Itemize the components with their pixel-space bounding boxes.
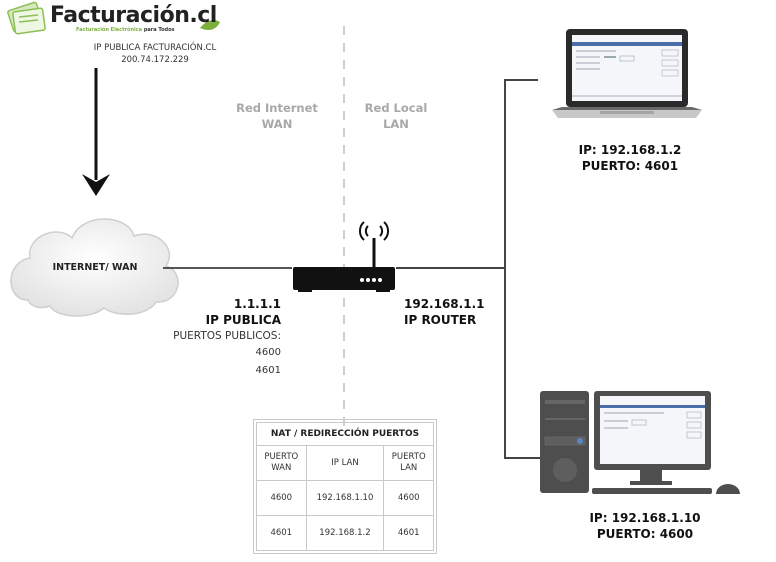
cell-lan-port: 4601 xyxy=(383,515,434,551)
zone-wan-line2: WAN xyxy=(261,117,293,131)
desktop-label: IP: 192.168.1.10 PUERTO: 4600 xyxy=(580,510,710,542)
laptop-port: PUERTO: 4601 xyxy=(581,159,679,173)
arrow-down-icon xyxy=(82,174,110,196)
zone-wan-label: Red Internet WAN xyxy=(222,100,332,132)
cell-wan-port: 4600 xyxy=(256,480,307,516)
tagline-bold: para Todos xyxy=(143,27,175,33)
cell-ip-lan: 192.168.1.10 xyxy=(305,480,385,516)
router-ip: 192.168.1.1 xyxy=(404,297,485,311)
leaf-icon xyxy=(200,20,220,30)
server-label: IP PUBLICA FACTURACIÓN.CL xyxy=(93,43,217,53)
header-ip-lan: IP LAN xyxy=(305,445,385,481)
logo-icon xyxy=(7,1,220,35)
router-label: IP ROUTER xyxy=(404,313,477,327)
public-port: 4601 xyxy=(255,365,281,376)
zone-wan-line1: Red Internet xyxy=(236,101,318,115)
laptop-ip: IP: 192.168.1.2 xyxy=(578,143,682,157)
public-ip-label: IP PUBLICA xyxy=(205,313,281,327)
router-icon xyxy=(293,221,395,292)
public-port: 4600 xyxy=(255,347,281,358)
zone-lan-line1: Red Local xyxy=(364,101,428,115)
server-ip: 200.74.172.229 xyxy=(121,55,189,65)
cloud-label: INTERNET/ WAN xyxy=(52,262,138,273)
laptop-label: IP: 192.168.1.2 PUERTO: 4601 xyxy=(560,142,700,174)
public-ip: 1.1.1.1 xyxy=(233,297,281,311)
tagline-main: Facturación Electrónica xyxy=(76,27,143,33)
brand-tagline: Facturación Electrónica para Todos xyxy=(76,27,175,33)
cell-wan-port: 4601 xyxy=(256,515,307,551)
table-row: 4600 192.168.1.10 4600 xyxy=(256,480,434,516)
laptop-icon xyxy=(552,29,702,118)
nat-table-title: NAT / REDIRECCIÓN PUERTOS xyxy=(256,422,434,446)
table-row: 4601 192.168.1.2 4601 xyxy=(256,515,434,551)
cloud-icon xyxy=(10,218,179,317)
desktop-ip: IP: 192.168.1.10 xyxy=(589,511,701,525)
brand-logo: Facturación.cl xyxy=(50,3,217,28)
desktop-pc-icon xyxy=(540,391,740,494)
zone-lan-label: Red Local LAN xyxy=(356,100,436,132)
router-ip-block: 192.168.1.1 IP ROUTER xyxy=(404,296,484,328)
cell-lan-port: 4600 xyxy=(383,480,434,516)
cell-ip-lan: 192.168.1.2 xyxy=(305,515,385,551)
public-ports-label: PUERTOS PUBLICOS: xyxy=(173,330,281,342)
lan-bracket xyxy=(504,79,540,459)
zone-lan-line2: LAN xyxy=(383,117,409,131)
public-ip-block: 1.1.1.1 IP PUBLICA PUERTOS PUBLICOS: 460… xyxy=(150,296,281,380)
desktop-port: PUERTO: 4600 xyxy=(596,527,694,541)
